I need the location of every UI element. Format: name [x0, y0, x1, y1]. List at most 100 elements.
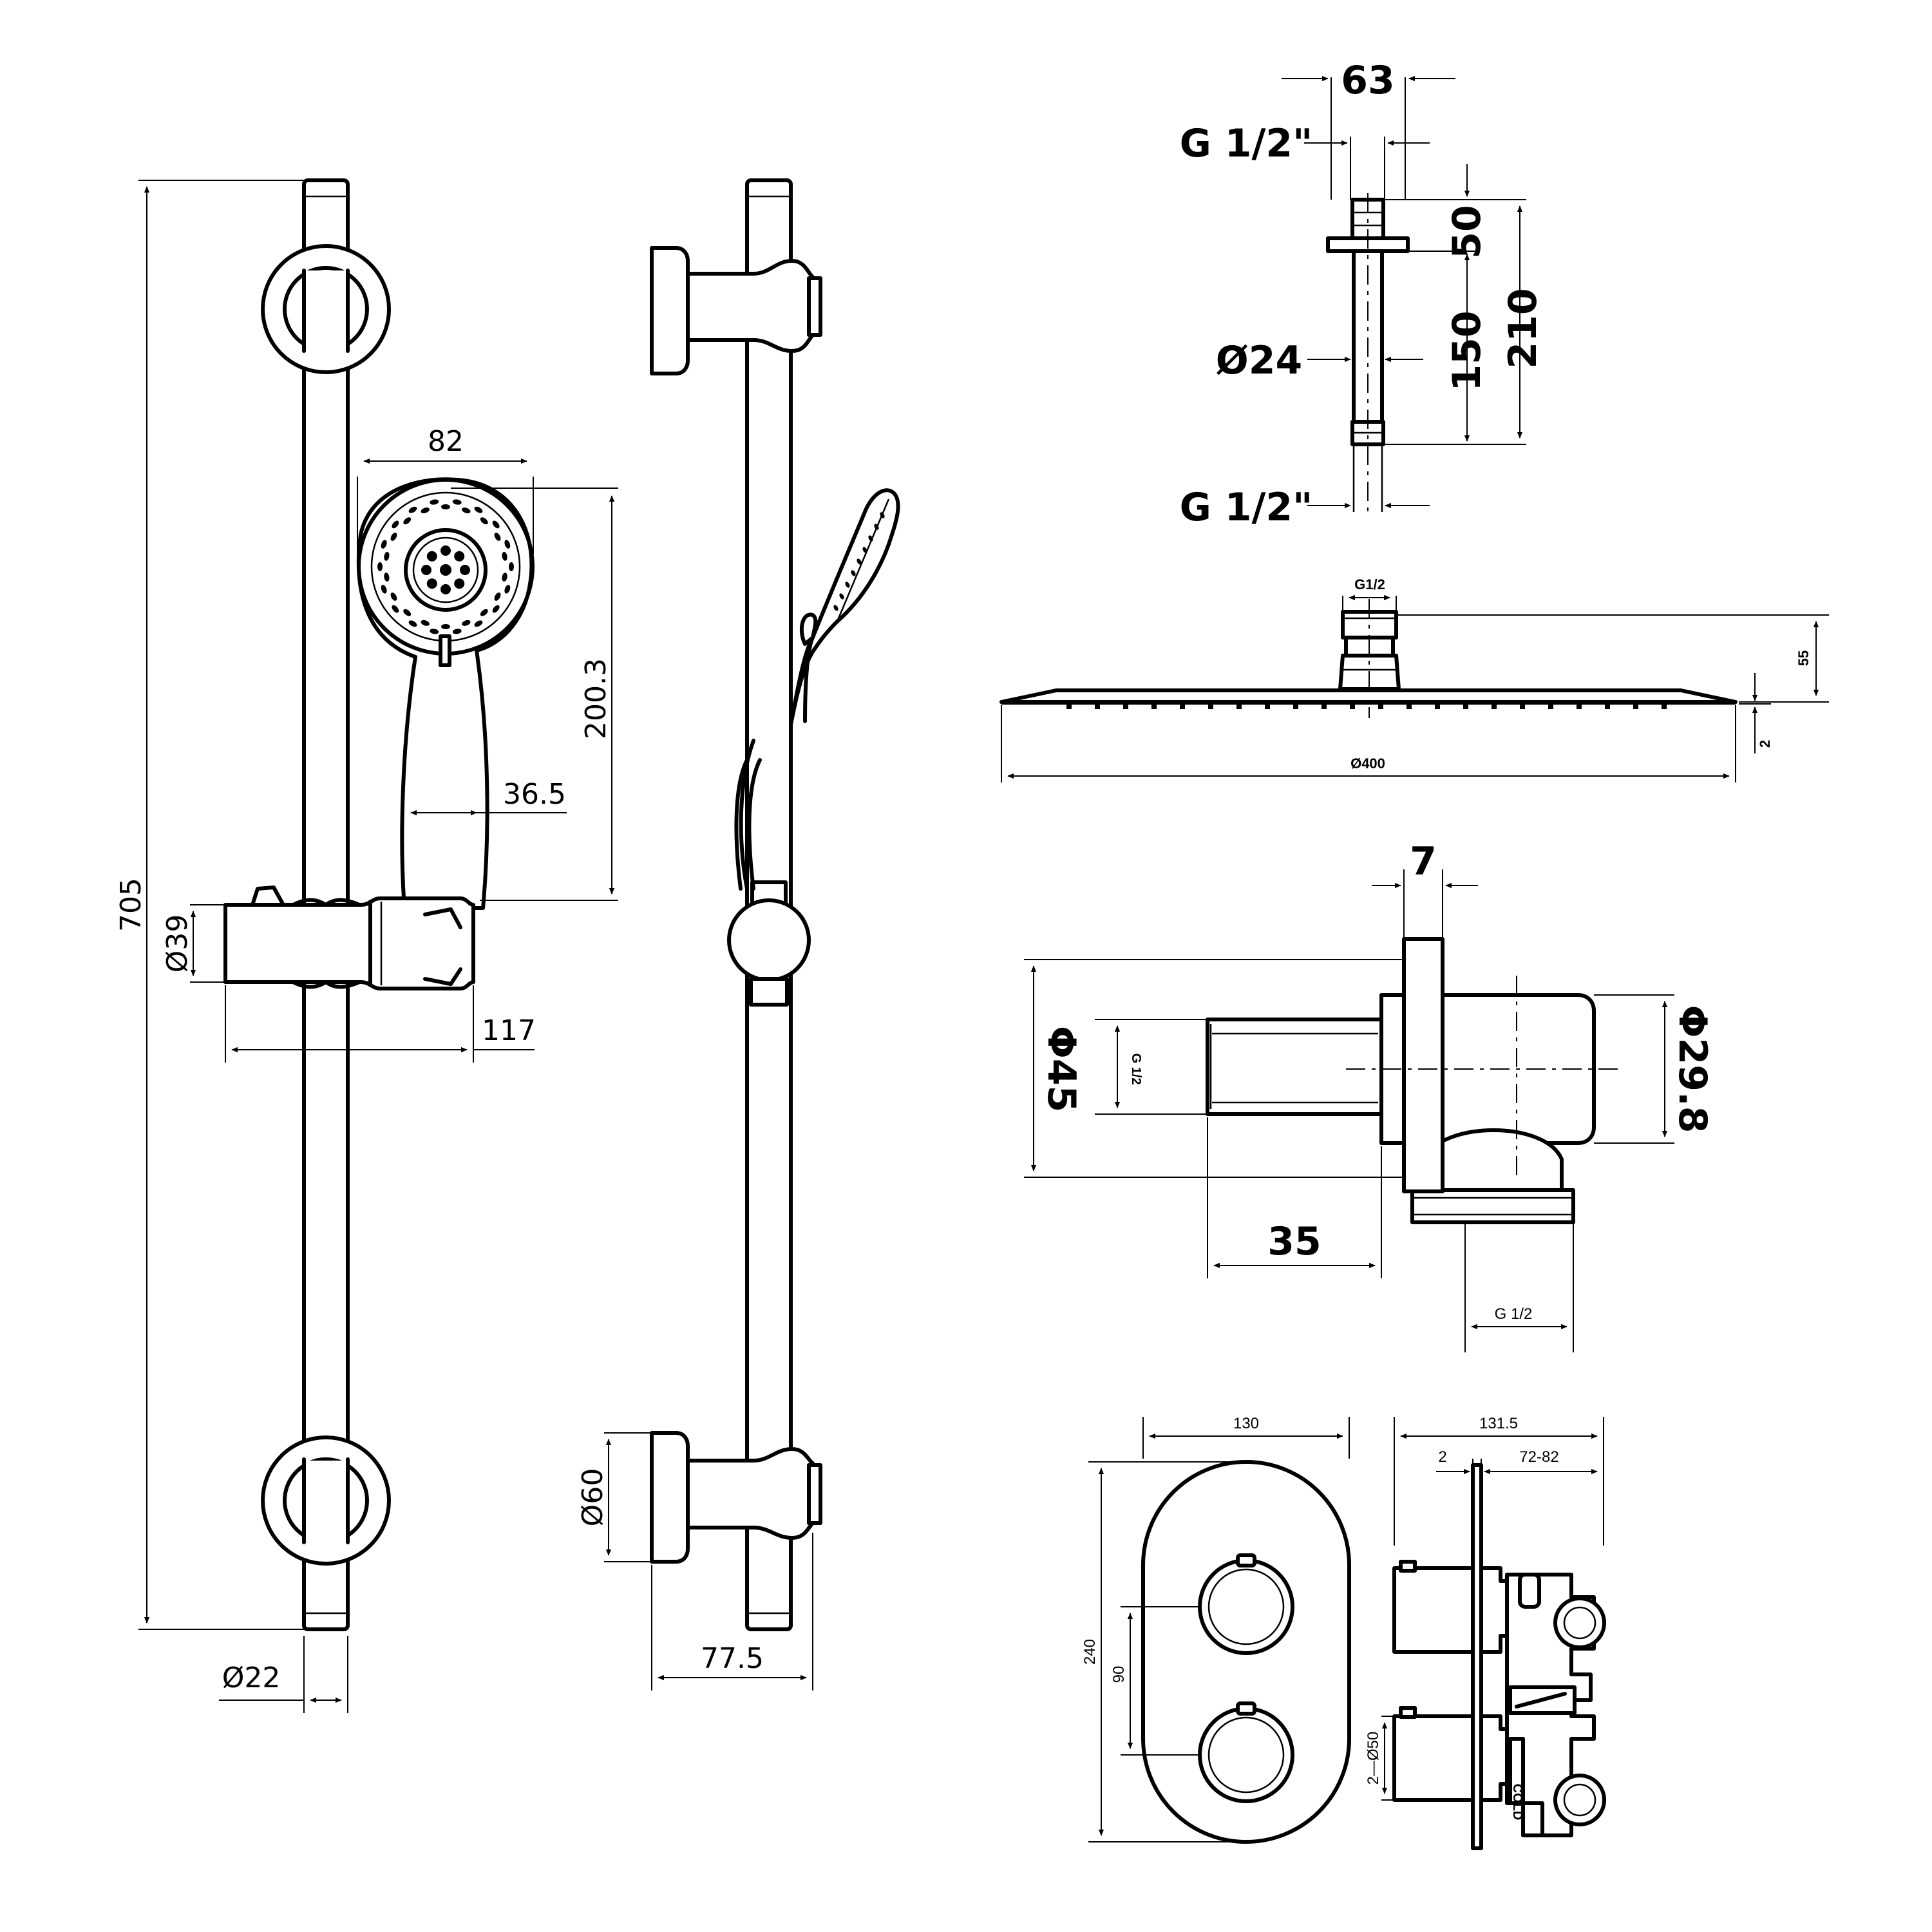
nozzle — [474, 506, 483, 513]
nozzle — [492, 605, 500, 613]
slider-side — [727, 758, 811, 1007]
nozzle — [474, 620, 483, 627]
jet — [1435, 704, 1440, 709]
jet — [1463, 704, 1468, 709]
nozzle — [421, 507, 430, 514]
jet — [1265, 704, 1270, 709]
shower-head-jets — [1066, 704, 1667, 709]
jet — [1066, 704, 1072, 709]
nozzle — [384, 573, 390, 582]
slider-bracket-front — [223, 886, 475, 990]
nozzle — [430, 629, 439, 634]
nozzle — [454, 578, 465, 589]
jet — [1406, 704, 1412, 709]
dim-upper-length: 50 — [1444, 205, 1490, 259]
dim-arm-width: 63 — [1341, 58, 1395, 103]
jet — [1520, 704, 1525, 709]
wall-outlet: 7 Φ45 G 1/2 Φ29.8 35 G 1/2 — [1024, 839, 1715, 1352]
nozzle — [392, 520, 399, 529]
nozzle — [452, 499, 462, 505]
nozzle — [377, 562, 383, 571]
thermostatic-valve-front: 130 240 90 — [1081, 1415, 1351, 1844]
dim-overall-height: 705 — [115, 878, 147, 932]
nozzle — [845, 582, 850, 588]
jet — [1378, 704, 1383, 709]
dim-body-dia: Φ29.8 — [1670, 1005, 1715, 1133]
nozzle — [462, 620, 471, 626]
dim-head-thickness: 2 — [1757, 740, 1773, 748]
dim-plate-height: 240 — [1081, 1639, 1099, 1665]
nozzle — [480, 609, 488, 616]
nozzle — [381, 540, 387, 549]
nozzle — [857, 558, 862, 565]
nozzle — [441, 624, 450, 629]
nozzle-ring-inner — [421, 545, 470, 594]
dim-handset-height: 200.3 — [580, 658, 612, 739]
dim-lower-length: 150 — [1444, 310, 1490, 391]
dim-plate-thickness-valve: 2 — [1438, 1448, 1446, 1466]
dim-plate-dia: Φ45 — [1039, 1026, 1084, 1113]
nozzle — [426, 551, 437, 562]
handset-side — [789, 488, 900, 726]
jet — [1180, 704, 1185, 709]
jet — [1605, 704, 1610, 709]
jet — [1123, 704, 1128, 709]
nozzle — [839, 593, 844, 600]
nozzle — [452, 629, 462, 634]
dim-head-diameter: Ø400 — [1350, 755, 1385, 772]
dim-projection: 77.5 — [701, 1642, 764, 1675]
dim-wall-depth: 72-82 — [1519, 1448, 1558, 1466]
nozzle — [426, 578, 437, 589]
ceiling-arm: 63 G 1/2" 50 150 210 Ø24 G 1/2" — [1180, 58, 1546, 530]
nozzle — [390, 533, 397, 541]
handset-front — [356, 477, 535, 910]
dim-handle-spacing: 90 — [1110, 1666, 1128, 1683]
dim-wall-bracket-dia: Ø60 — [576, 1468, 609, 1527]
nozzle — [502, 573, 507, 582]
nozzle — [833, 605, 838, 611]
nozzle — [384, 551, 390, 561]
nozzle — [408, 620, 417, 627]
nozzle — [392, 605, 399, 613]
nozzle — [381, 585, 387, 594]
jet — [1151, 704, 1157, 709]
nozzle — [440, 584, 451, 594]
jet — [1350, 704, 1355, 709]
dim-valve-depth: 131.5 — [1479, 1415, 1518, 1432]
nozzle — [492, 520, 500, 529]
nozzle — [460, 565, 470, 575]
slide-rail-side-view: Ø60 77.5 — [576, 178, 900, 1690]
dim-overall-length: 210 — [1501, 288, 1546, 368]
dim-handset-width: 82 — [428, 425, 464, 458]
wall-bracket-bottom-side — [650, 1431, 822, 1564]
shower-head: G1/2 55 2 Ø400 — [999, 576, 1829, 782]
dim-handle-width: 36.5 — [503, 778, 566, 811]
jet — [1548, 704, 1553, 709]
wall-bracket-top-side — [650, 246, 822, 375]
dim-rail-dia: Ø22 — [222, 1662, 281, 1694]
jet — [1095, 704, 1100, 709]
jet — [1662, 704, 1667, 709]
nozzle — [430, 499, 439, 505]
dim-plate-thickness: 7 — [1410, 839, 1437, 884]
jet — [1633, 704, 1638, 709]
jet — [1492, 704, 1497, 709]
nozzle — [421, 565, 431, 575]
dim-bracket-dia: Ø39 — [161, 914, 194, 973]
nozzle — [462, 507, 471, 514]
nozzle — [403, 609, 412, 616]
thread-top: G 1/2" — [1180, 121, 1313, 166]
jet — [1293, 704, 1298, 709]
nozzle — [441, 504, 450, 509]
nozzle — [480, 517, 488, 525]
nozzle — [421, 620, 430, 626]
nozzle — [403, 517, 412, 525]
jet — [1236, 704, 1242, 709]
nozzle — [440, 545, 451, 556]
dim-bracket-width: 117 — [482, 1014, 536, 1047]
nozzle — [504, 540, 511, 549]
jet — [1577, 704, 1582, 709]
dim-handle-dia: 2—Ø50 — [1365, 1732, 1382, 1785]
nozzle — [851, 570, 856, 576]
